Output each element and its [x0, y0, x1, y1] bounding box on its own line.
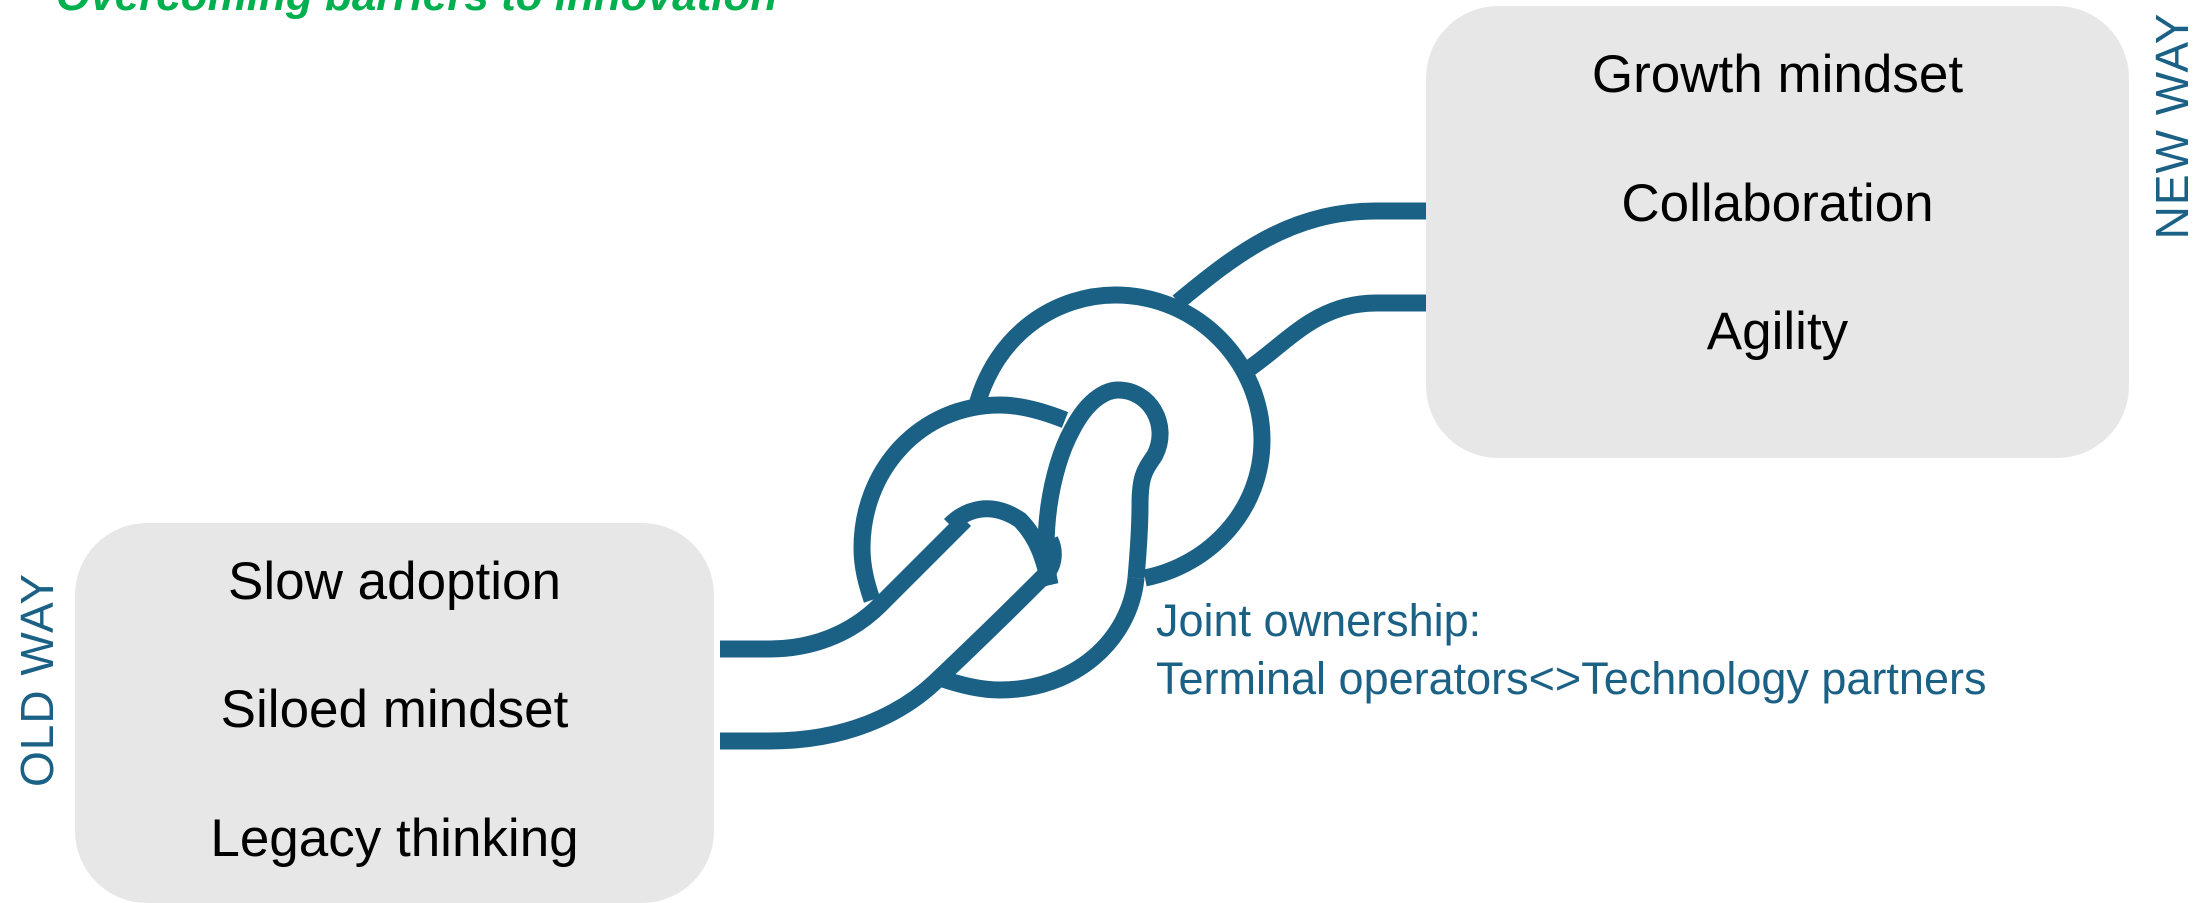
rope-knot-hairpin — [1037, 381, 1169, 587]
new-way-item: Collaboration — [1621, 174, 1934, 233]
new-way-item: Agility — [1706, 302, 1849, 361]
rope-knot-bottom-loop — [937, 576, 1145, 699]
old-way-item: Siloed mindset — [220, 680, 569, 739]
new-way-item: Growth mindset — [1591, 45, 1964, 104]
new-way-label: NEW WAY — [2146, 12, 2198, 240]
diagram-title: Overcoming barriers to innovation — [56, 0, 777, 18]
joint-ownership-annotation: Joint ownership: Terminal operators<>Tec… — [1156, 592, 1986, 708]
rope-lower-old — [720, 536, 1062, 750]
old-way-item: Slow adoption — [228, 552, 561, 611]
new-way-box: Growth mindset Collaboration Agility — [1426, 6, 2129, 458]
old-way-item: Legacy thinking — [210, 809, 579, 868]
rope-knot-left-loop — [853, 396, 1069, 603]
rope-upper-old — [720, 513, 972, 658]
annotation-line-1: Joint ownership: — [1156, 595, 1482, 646]
rope-knot-top-loop — [966, 286, 1271, 587]
rope-lower-new — [1242, 294, 1426, 378]
old-way-label: OLD WAY — [11, 572, 63, 788]
annotation-line-2: Terminal operators<>Technology partners — [1156, 653, 1987, 704]
rope-upper-new — [1172, 202, 1426, 309]
old-way-box: Slow adoption Siloed mindset Legacy thin… — [75, 523, 714, 903]
